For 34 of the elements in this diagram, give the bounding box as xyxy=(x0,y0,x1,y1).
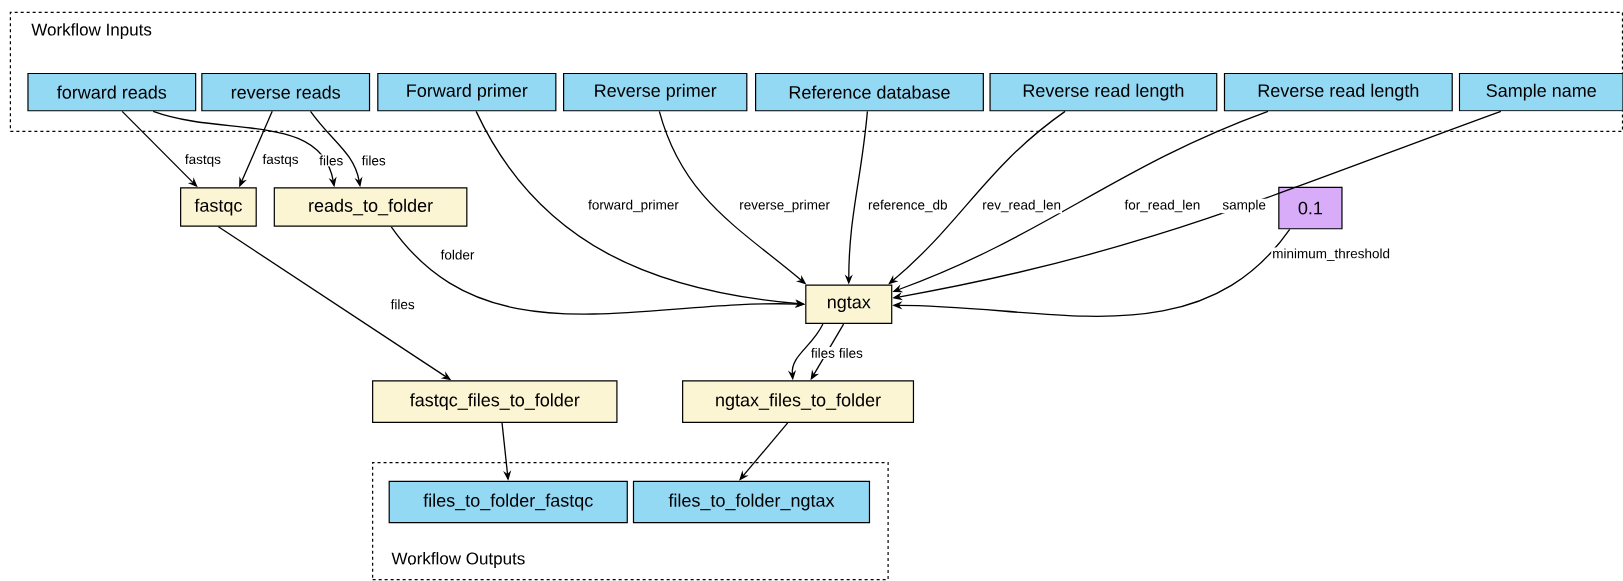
io-box: files_to_folder_fastqc xyxy=(388,480,628,524)
io-box: files_to_folder_ngtax xyxy=(632,480,871,524)
edge-label: files xyxy=(360,154,387,167)
edge-label: reference_db xyxy=(867,198,949,214)
edge-label: forward_primer xyxy=(587,198,680,214)
edge-label: minimum_threshold xyxy=(1271,247,1391,262)
cluster-heading: Workflow Outputs xyxy=(391,552,525,568)
edge-label: rev_read_len xyxy=(981,198,1063,214)
io-box: forward reads xyxy=(27,72,197,112)
step-box: fastqc xyxy=(180,187,257,227)
arrow xyxy=(888,110,1066,285)
io-box: Reverse primer xyxy=(563,72,748,112)
io-box: Sample name xyxy=(1458,72,1623,112)
io-box: Reverse read length xyxy=(989,72,1218,112)
edge-label: sample xyxy=(1221,198,1267,214)
edge-label: fastqs xyxy=(183,153,222,168)
io-box: Reference database xyxy=(755,72,984,112)
edge-label: fastqs xyxy=(261,153,300,168)
value-box: 0.1 xyxy=(1278,186,1343,230)
edge-label: files xyxy=(809,347,836,359)
edge-label: for_read_len xyxy=(1123,198,1202,214)
edge-label: files xyxy=(389,298,416,311)
edge-label: files xyxy=(837,347,864,359)
step-box: ngtax_files_to_folder xyxy=(682,380,915,423)
io-box: reverse reads xyxy=(201,72,371,112)
edge-label: folder xyxy=(439,248,476,261)
io-box: Reverse read length xyxy=(1223,72,1453,112)
edge-label: reverse_primer xyxy=(738,198,831,214)
edge-label: files xyxy=(318,154,345,167)
step-box: reads_to_folder xyxy=(273,187,468,227)
step-box: fastqc_files_to_folder xyxy=(372,380,618,423)
io-box: Forward primer xyxy=(377,72,557,112)
step-box: ngtax xyxy=(805,284,893,325)
cluster-heading: Workflow Inputs xyxy=(31,23,152,39)
